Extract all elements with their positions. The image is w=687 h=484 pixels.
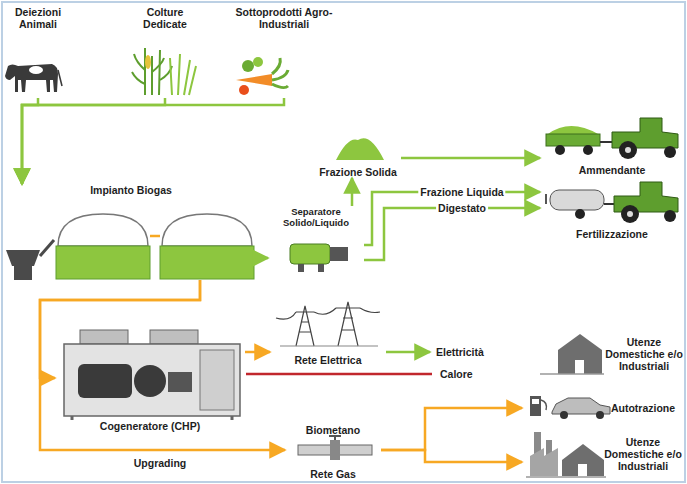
icon-node: Separatore Solido/Liquido (268, 206, 364, 280)
node-label: Colture Dedicate (126, 6, 204, 30)
icon-node: Cogeneratore (CHP) (55, 326, 245, 432)
flow-connector (381, 408, 522, 450)
gas-pipe-icon (298, 436, 372, 460)
output-label: Elettricità (434, 346, 486, 358)
edge-label: Upgrading (132, 457, 189, 469)
icon-node: Impianto Biogas (5, 184, 257, 280)
crops-icon (132, 48, 196, 95)
node-label: Ammendante (579, 164, 646, 176)
house-icon (540, 334, 604, 374)
solid-pile-icon (336, 138, 384, 160)
tractor-sprayer-icon (546, 182, 678, 223)
tractor-trailer-icon (546, 118, 678, 159)
node-label: Separatore Solido/Liquido (268, 206, 364, 228)
flow-connector (364, 208, 540, 260)
node-label: Impianto Biogas (90, 184, 172, 196)
icon-node: Autotrazione (522, 393, 685, 423)
icon-node: Rete Elettrica (270, 298, 386, 366)
icon-node: Ammendante (540, 110, 684, 176)
icon-node: Utenze Domestiche e/o Industriali (522, 428, 685, 480)
flow-connector (22, 98, 38, 184)
output-label: Calore (438, 368, 475, 380)
node-label: Autotrazione (601, 402, 685, 414)
flow-connector (22, 98, 165, 184)
vegetables-icon (236, 57, 288, 95)
flow-connector (364, 192, 540, 245)
node-label: Utenze Domestiche e/o Industriali (601, 436, 685, 472)
electricity-arrow (386, 351, 430, 354)
biogas-plant-icon (6, 214, 254, 280)
heat-line (246, 373, 432, 376)
pylon-icon (276, 302, 380, 346)
cow-icon (5, 64, 62, 92)
node-label: Rete Elettrica (294, 354, 361, 366)
edge-label: Frazione Liquida (418, 186, 505, 198)
node-label: Fertilizzazione (576, 228, 648, 240)
icon-node: Utenze Domestiche e/o Industriali (600, 330, 686, 378)
chp-unit-icon (64, 330, 240, 420)
flow-connector (257, 257, 268, 260)
factory-icon (526, 432, 606, 477)
node-label: Cogeneratore (CHP) (100, 420, 200, 432)
node-label: Frazione Solida (319, 166, 397, 178)
flow-connector (401, 157, 540, 160)
flow-connector (245, 351, 270, 354)
car-pump-icon (530, 396, 610, 419)
icon-node: Colture Dedicate (126, 6, 204, 98)
node-label: Sottoprodotti Agro-Industriali (220, 6, 348, 30)
icon-node: Frazione Solida (315, 134, 401, 178)
flow-connector (40, 280, 285, 450)
node-label: Biometano (306, 424, 360, 436)
flow-connector (351, 178, 354, 206)
node-label: Rete Gas (310, 468, 356, 480)
icon-node: Sottoprodotti Agro-Industriali (220, 6, 348, 98)
node-label: Utenze Domestiche e/o Industriali (602, 336, 686, 372)
icon-node: Fertilizzazione (540, 180, 684, 240)
separator-icon (290, 244, 348, 272)
icon-node: BiometanoRete Gas (285, 424, 381, 480)
node-label: Deiezioni Animali (0, 6, 76, 30)
flow-connector (22, 98, 284, 184)
edge-label: Digestato (436, 202, 488, 214)
flow-connector (381, 450, 522, 462)
icon-node: Deiezioni Animali (0, 6, 76, 98)
flow-connector (40, 280, 200, 378)
